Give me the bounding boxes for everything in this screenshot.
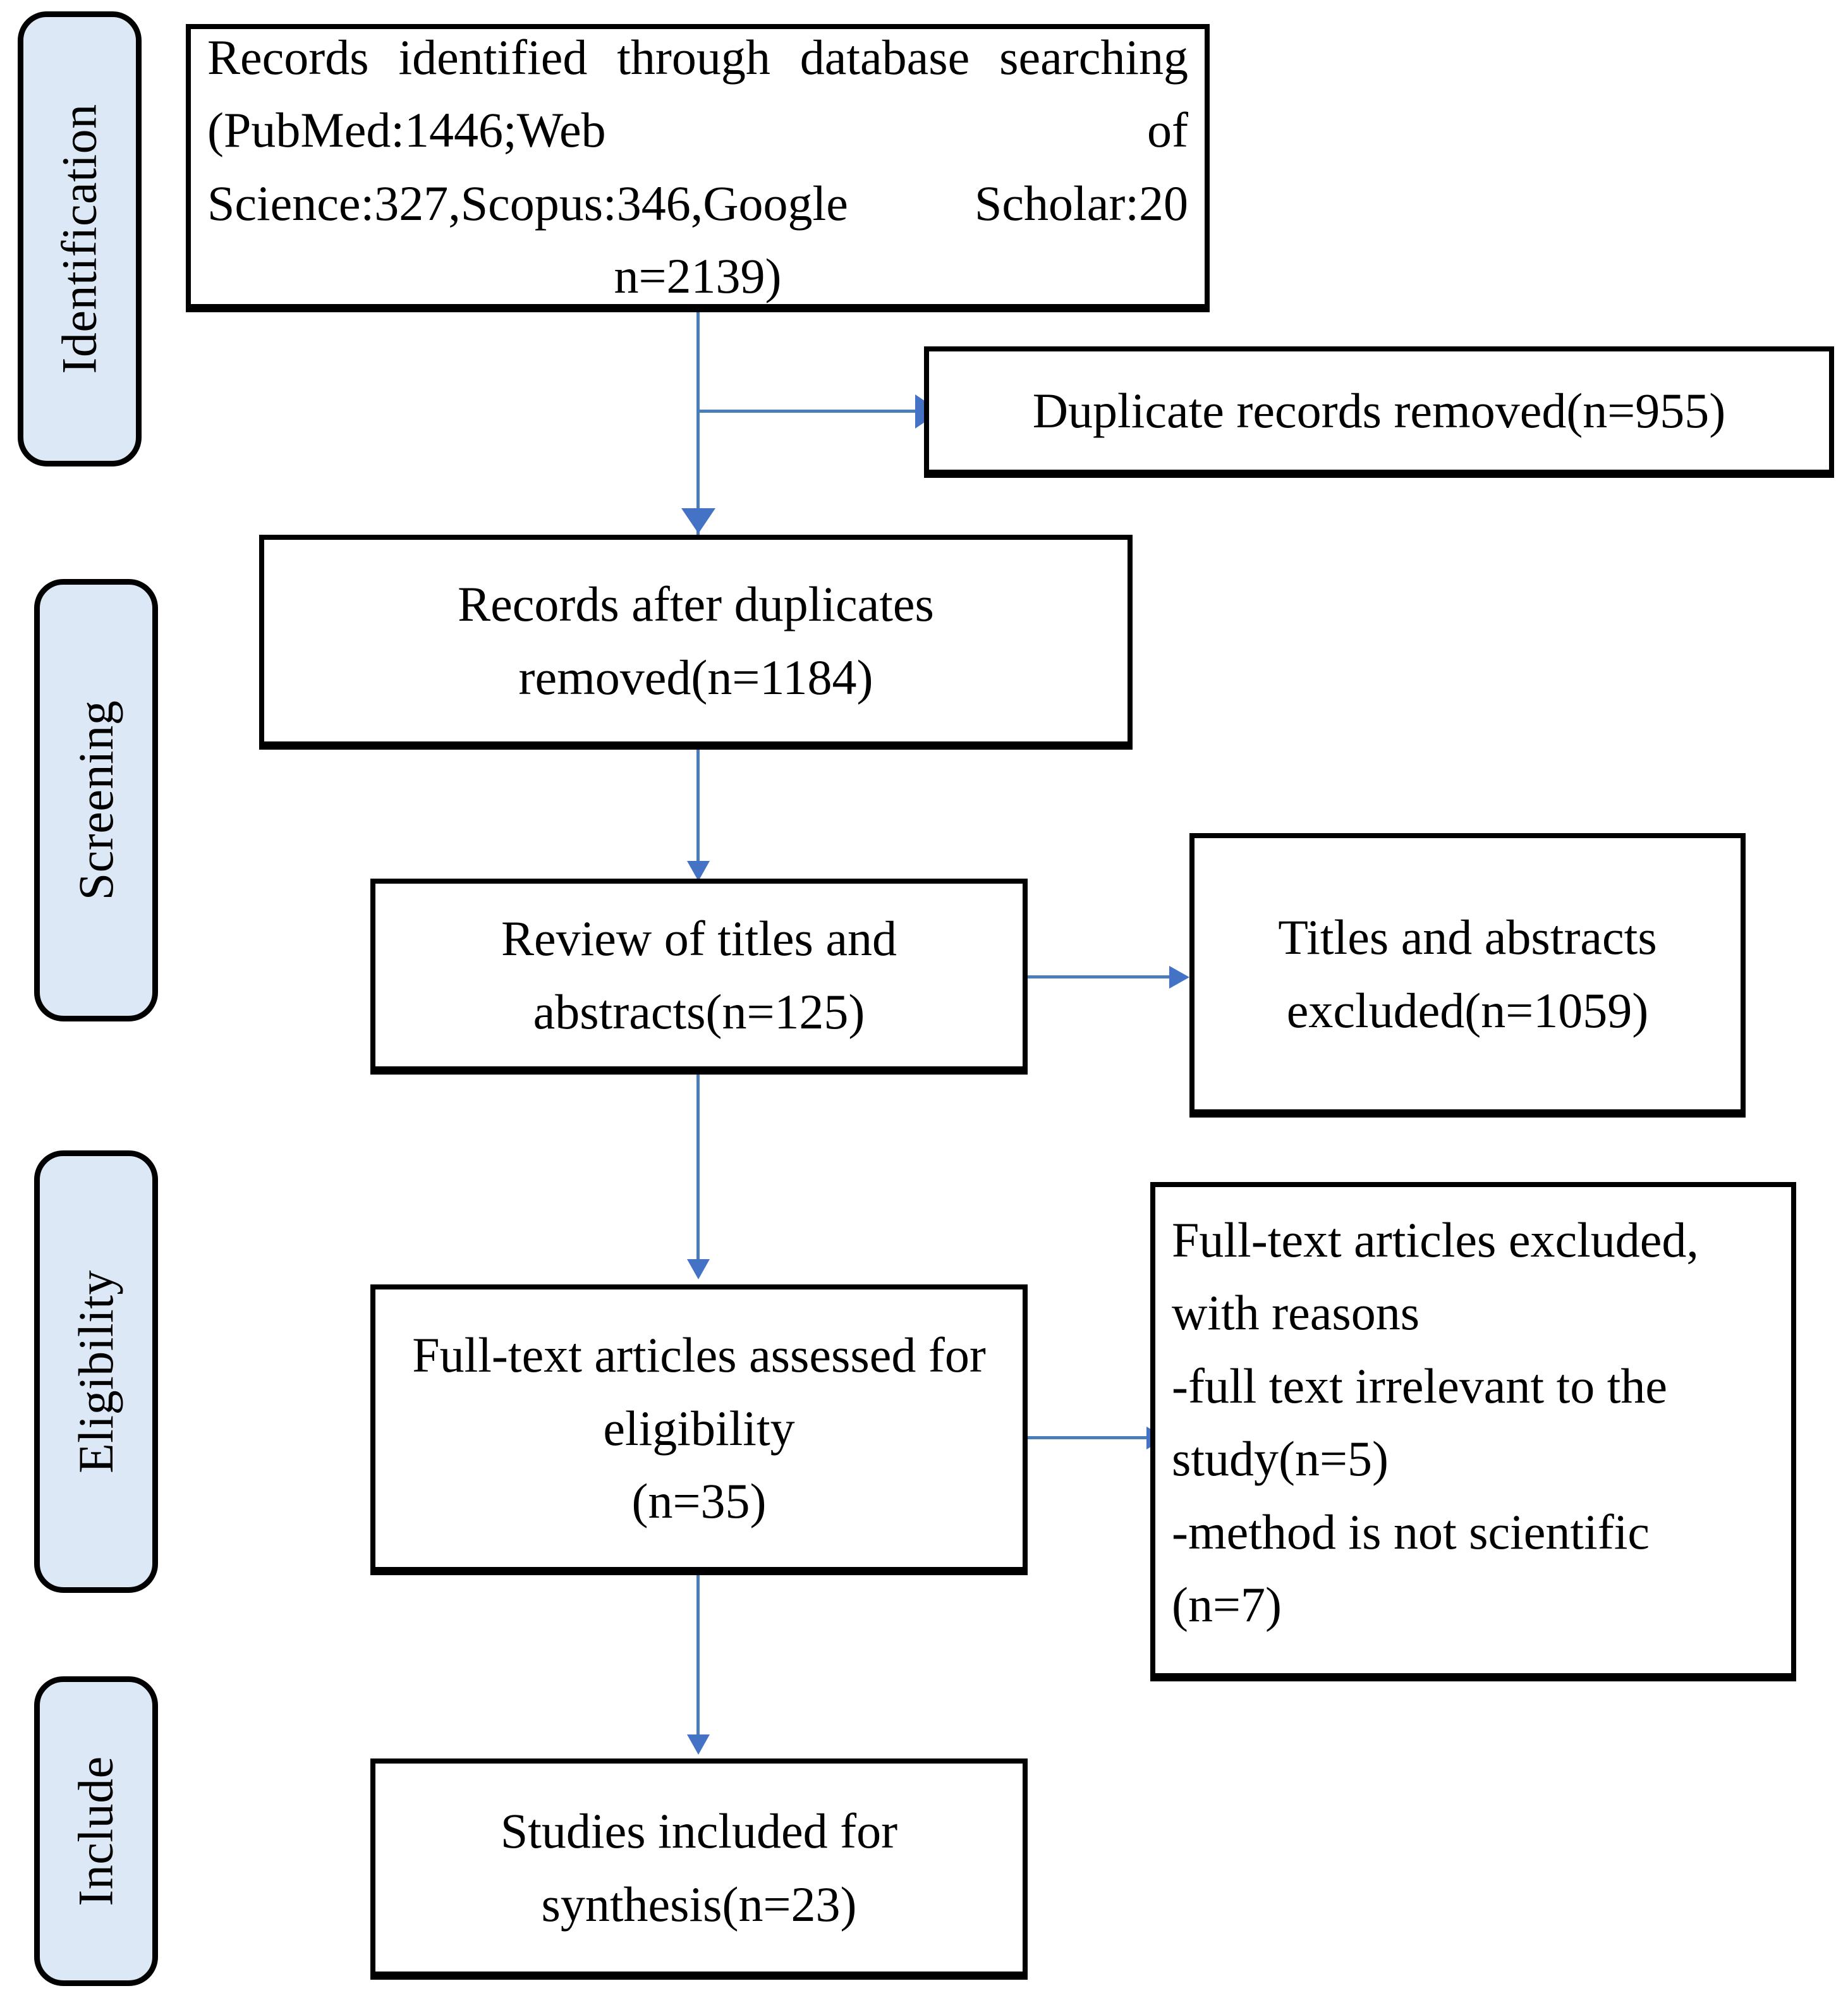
connector-identified-to-duplicates: [698, 410, 920, 413]
arrow-after-duplicates-to-review: [687, 861, 710, 881]
box-titles-abstracts-excluded: Titles and abstracts excluded(n=1059): [1189, 833, 1746, 1118]
arrow-fulltext-to-included: [687, 1734, 710, 1755]
box-review-titles-abstracts: Review of titles and abstracts(n=125): [370, 879, 1028, 1075]
phase-label-identification: Identification: [52, 104, 107, 374]
phase-label-include: Include: [68, 1756, 124, 1906]
box-duplicate-records-removed: Duplicate records removed(n=955): [924, 346, 1834, 478]
box-fulltext-excluded-reasons-text: Full-text articles excluded, with reason…: [1172, 1212, 1699, 1633]
box-records-identified: Records identified through database sear…: [186, 24, 1210, 312]
connector-review-to-excluded: [1028, 975, 1174, 978]
box-fulltext-excluded-reasons: Full-text articles excluded, with reason…: [1150, 1182, 1796, 1681]
box-studies-included: Studies included for synthesis(n=23): [370, 1758, 1028, 1980]
phase-pill-include: Include: [34, 1676, 158, 1986]
connector-after-duplicates-to-review: [696, 750, 700, 876]
box-fulltext-assessed-text: Full-text articles assessed for eligibil…: [412, 1327, 986, 1529]
phase-pill-screening: Screening: [34, 579, 158, 1021]
box-records-after-duplicates-text: Records after duplicates removed(n=1184): [458, 576, 934, 705]
connector-fulltext-to-included: [696, 1575, 700, 1746]
box-studies-included-text: Studies included for synthesis(n=23): [500, 1803, 898, 1932]
arrow-review-to-excluded: [1169, 966, 1189, 989]
arrow-review-to-fulltext: [687, 1259, 710, 1279]
phase-pill-identification: Identification: [18, 11, 142, 466]
arrow-identified-to-after-duplicates: [681, 508, 715, 533]
box-review-titles-abstracts-text: Review of titles and abstracts(n=125): [501, 911, 897, 1039]
box-titles-abstracts-excluded-text: Titles and abstracts excluded(n=1059): [1278, 910, 1657, 1038]
box-fulltext-assessed: Full-text articles assessed for eligibil…: [370, 1284, 1028, 1575]
phase-pill-eligibility: Eligibility: [34, 1150, 158, 1593]
connector-identified-trunk: [696, 312, 700, 541]
box-records-after-duplicates: Records after duplicates removed(n=1184): [259, 535, 1133, 750]
connector-fulltext-to-excluded-reasons: [1028, 1436, 1152, 1439]
box-duplicate-records-removed-text: Duplicate records removed(n=955): [1032, 382, 1726, 438]
phase-label-screening: Screening: [68, 700, 124, 901]
connector-review-to-fulltext: [696, 1075, 700, 1272]
phase-label-eligibility: Eligibility: [68, 1270, 123, 1473]
box-records-identified-text: Records identified through database sear…: [207, 29, 1188, 303]
